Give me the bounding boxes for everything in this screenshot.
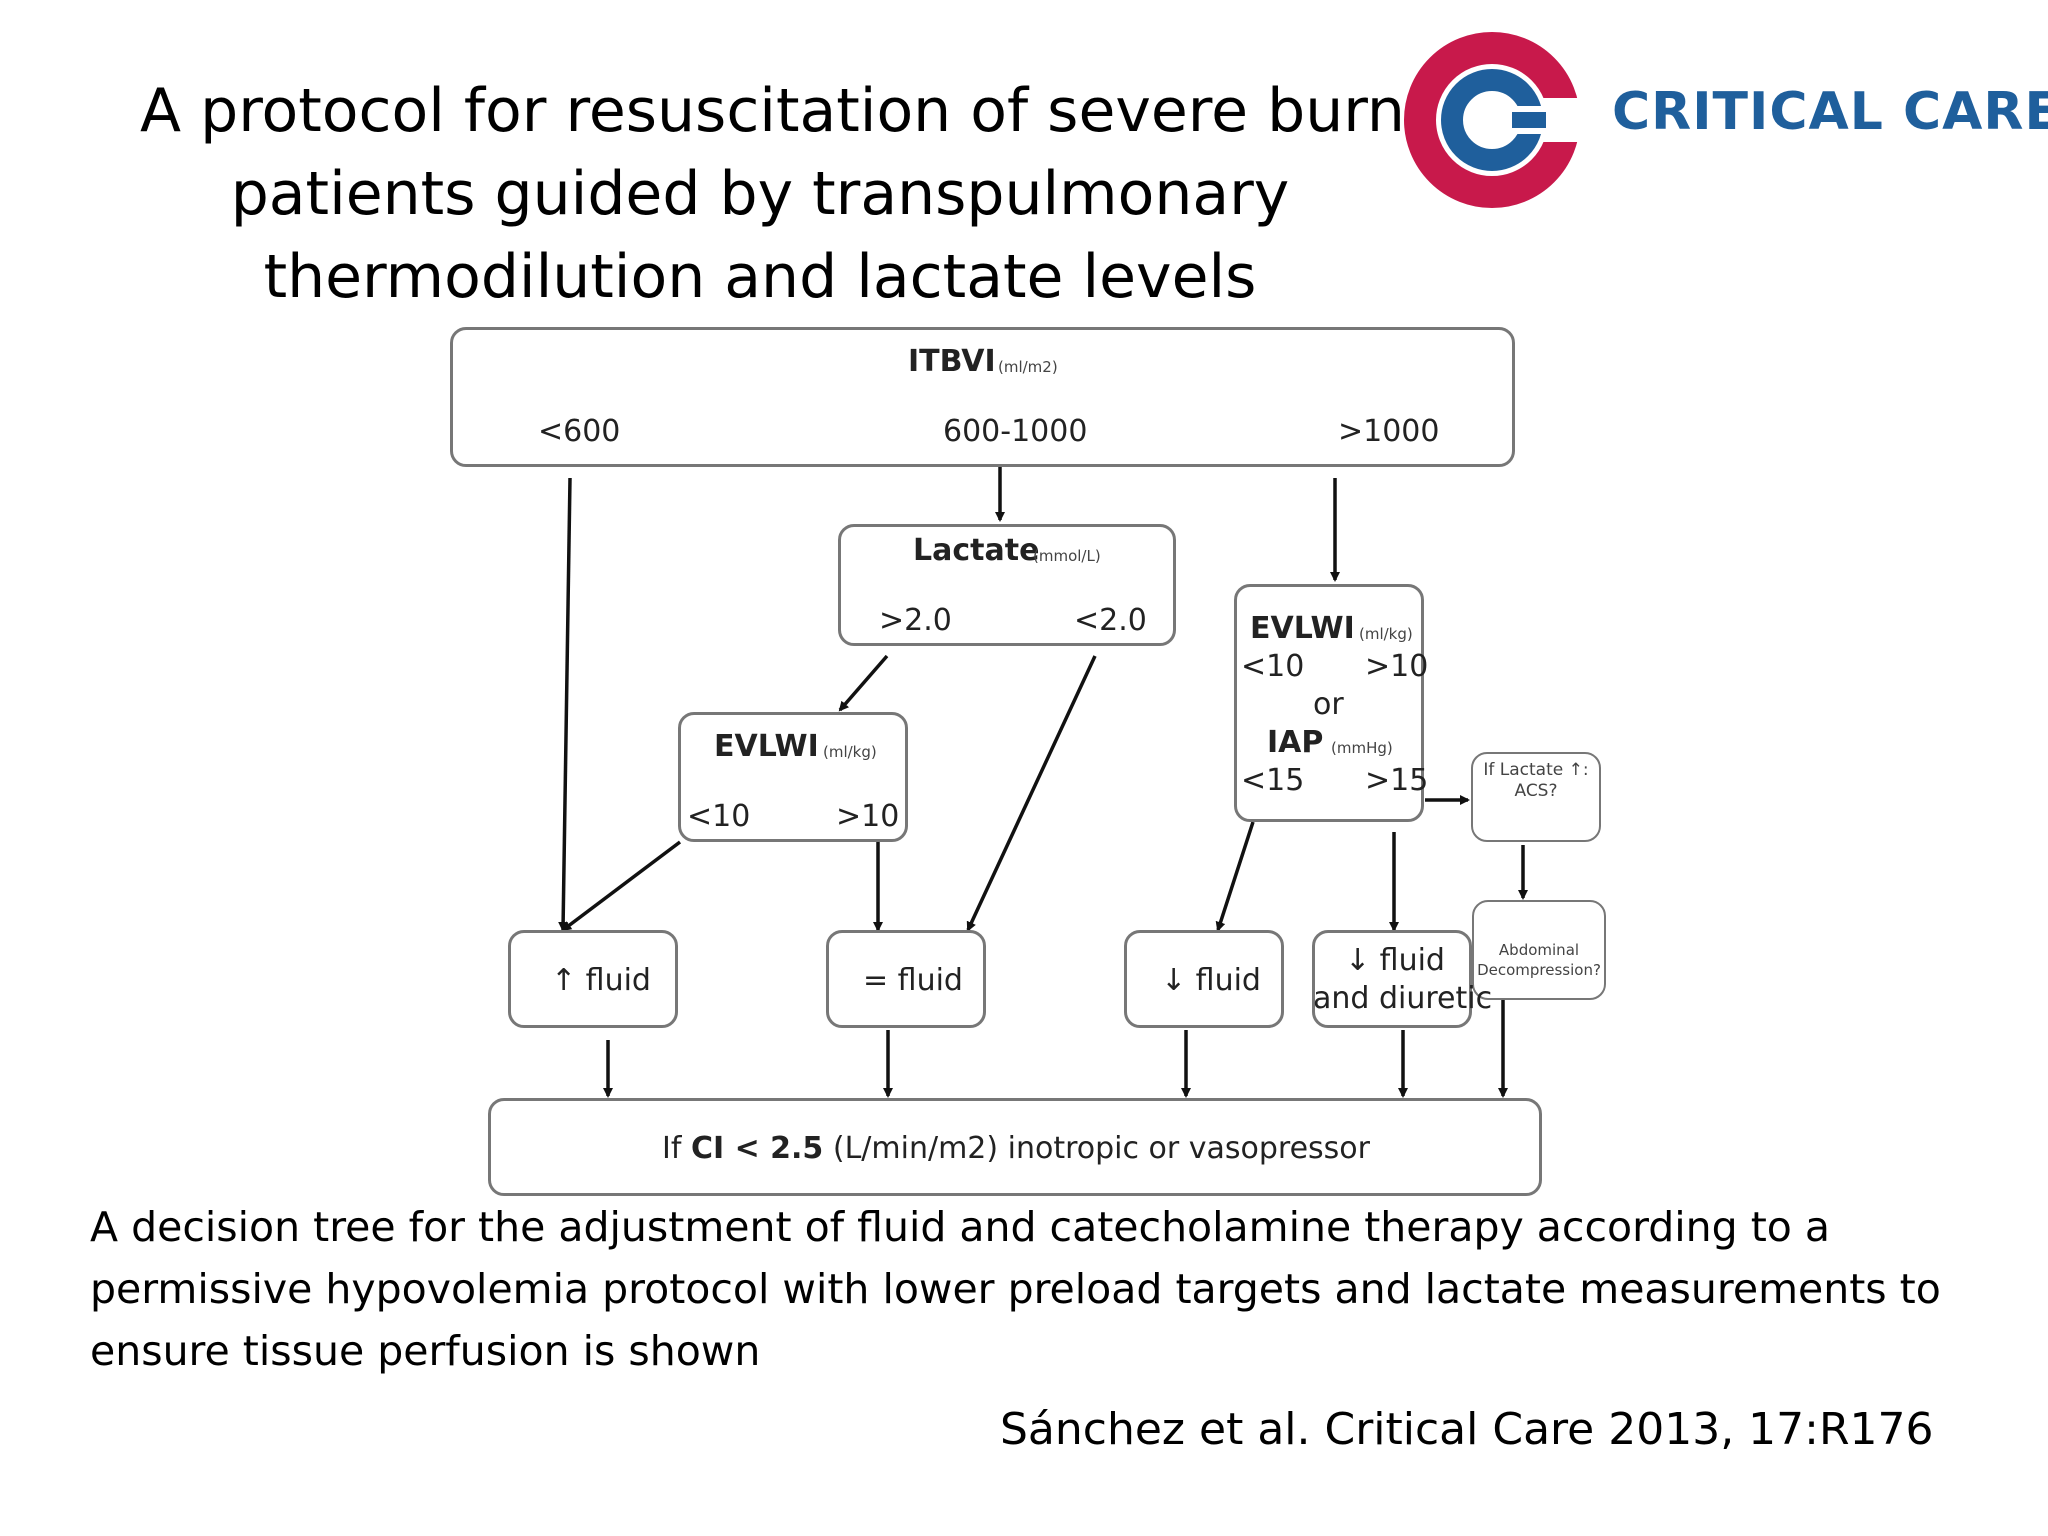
evlwi-left-high: >10 [836, 799, 900, 834]
evlwi-left-low: <10 [687, 799, 751, 834]
caption-line-1: A decision tree for the adjustment of fl… [90, 1203, 1831, 1251]
arrow-lactate-low [966, 655, 1097, 932]
acs-line-2: ACS? [1514, 781, 1558, 801]
evlwi-left-unit: (ml/kg) [823, 743, 877, 761]
decompression-line-2: Decompression? [1477, 961, 1601, 979]
arrow-itbvi-low [558, 477, 572, 932]
fluid-eq-label: = fluid [863, 963, 963, 998]
acs-text: If Lactate ↑: ACS? [1473, 760, 1599, 802]
fluid-eq-box: = fluid [826, 930, 986, 1028]
evlwi-right-label: EVLWI [1250, 611, 1355, 646]
title-line-2: patients guided by transpulmonary [230, 159, 1290, 229]
itbvi-high: >1000 [1338, 414, 1440, 449]
lactate-low: <2.0 [1074, 603, 1147, 638]
caption-line-3: ensure tissue perfusion is shown [90, 1327, 761, 1375]
critical-care-logo-mark [1404, 32, 1600, 208]
iap-high: >15 [1365, 763, 1429, 798]
slide-title: A protocol for resuscitation of severe b… [140, 70, 1405, 319]
ci-if: If [661, 1131, 682, 1166]
caption-line-2: permissive hypovolemia protocol with low… [90, 1265, 1941, 1313]
ci-box: If CI < 2.5 (L/min/m2) inotropic or vaso… [488, 1098, 1542, 1196]
itbvi-mid: 600-1000 [943, 414, 1088, 449]
fluid-diuretic-line-1: ↓ fluid [1345, 943, 1445, 978]
lactate-box: Lactate (mmol/L) >2.0 <2.0 [838, 524, 1176, 646]
fluid-up-label: ↑ fluid [551, 963, 651, 998]
itbvi-label: ITBVI [908, 344, 996, 379]
figure-caption: A decision tree for the adjustment of fl… [90, 1196, 2010, 1382]
evlwi-right-low: <10 [1241, 649, 1305, 684]
lactate-high: >2.0 [879, 603, 952, 638]
fluid-diuretic-line-2: and diuretic [1313, 981, 1493, 1016]
title-line-1: A protocol for resuscitation of severe b… [140, 76, 1405, 146]
itbvi-unit: (ml/m2) [998, 358, 1058, 376]
arrow-lactate-high [838, 654, 889, 712]
or-label: or [1313, 687, 1344, 722]
fluid-down-label: ↓ fluid [1161, 963, 1261, 998]
lactate-unit: (mmol/L) [1033, 547, 1101, 565]
ci-threshold: CI < 2.5 [690, 1131, 824, 1166]
decompression-box: Abdominal Decompression? [1472, 900, 1606, 1000]
ci-text: If CI < 2.5 (L/min/m2) inotropic or vaso… [491, 1131, 1541, 1166]
arrow-evlwi-right-low [1215, 821, 1255, 932]
decompression-line-1: Abdominal [1498, 941, 1580, 959]
logo-text: CRITICAL CARE [1612, 82, 2048, 142]
evlwi-iap-box: EVLWI (ml/kg) <10 >10 or IAP (mmHg) <15 … [1234, 584, 1428, 822]
acs-line-1: If Lactate ↑: [1483, 760, 1589, 780]
iap-unit: (mmHg) [1331, 739, 1393, 757]
fluid-down-box: ↓ fluid [1124, 930, 1284, 1028]
title-line-3: thermodilution and lactate levels [263, 242, 1257, 312]
arrow-evlwi-low [561, 840, 682, 932]
itbvi-box: ITBVI (ml/m2) <600 600-1000 >1000 [450, 327, 1515, 467]
evlwi-right-unit: (ml/kg) [1359, 625, 1413, 643]
lactate-label: Lactate [913, 533, 1040, 568]
fluid-up-box: ↑ fluid [508, 930, 678, 1028]
critical-care-logo: CRITICAL CARE [1400, 30, 2048, 210]
evlwi-right-high: >10 [1365, 649, 1429, 684]
ci-action: (L/min/m2) inotropic or vasopressor [832, 1131, 1370, 1166]
iap-low: <15 [1241, 763, 1305, 798]
iap-label: IAP [1267, 725, 1324, 760]
fluid-diuretic-box: ↓ fluid and diuretic [1312, 930, 1492, 1028]
acs-box: If Lactate ↑: ACS? [1471, 752, 1601, 842]
evlwi-left-label: EVLWI [714, 729, 819, 764]
itbvi-low: <600 [538, 414, 621, 449]
citation: Sánchez et al. Critical Care 2013, 17:R1… [1000, 1404, 1934, 1455]
evlwi-left-box: EVLWI (ml/kg) <10 >10 [678, 712, 908, 842]
decompression-text: Abdominal Decompression? [1474, 940, 1604, 980]
